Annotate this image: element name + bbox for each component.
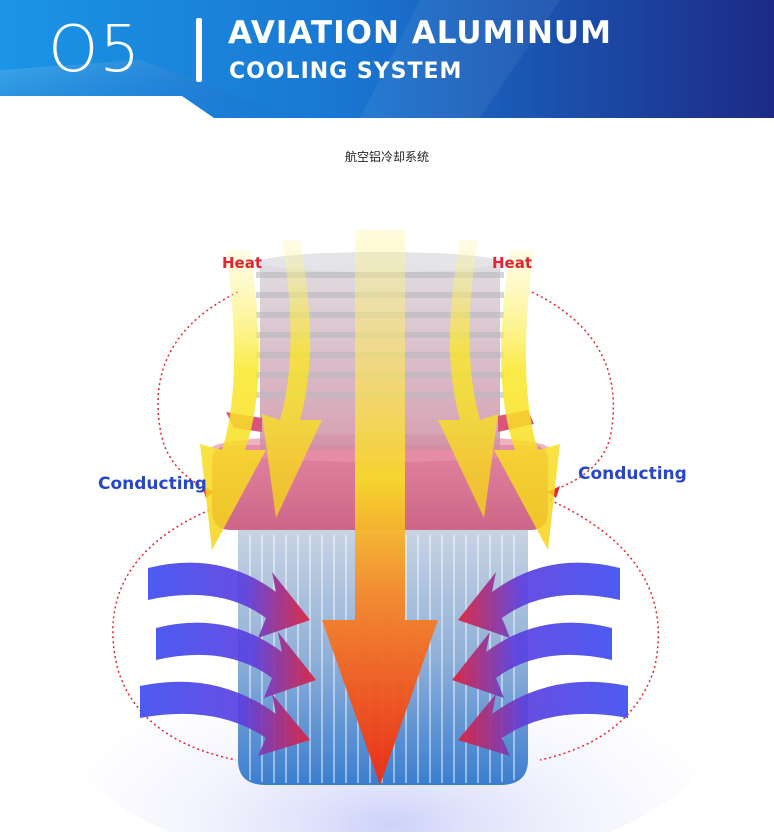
right-cooling-arrows — [452, 562, 628, 756]
title-line-2: COOLING SYSTEM — [229, 59, 463, 84]
left-cooling-arrows — [140, 562, 316, 756]
banner-background — [0, 0, 774, 118]
cooling-diagram: Heat Heat Conducting Conducting — [0, 200, 774, 836]
conducting-label-right: Conducting — [578, 464, 687, 484]
conducting-label-left: Conducting — [98, 474, 207, 494]
central-heat-arrow — [322, 230, 438, 785]
heat-flow-curves — [112, 291, 660, 761]
header-banner: O5 AVIATION ALUMINUM COOLING SYSTEM — [0, 0, 774, 118]
cooling-illustration — [60, 230, 720, 836]
section-number: O5 — [48, 13, 142, 87]
heat-label-left: Heat — [222, 254, 263, 272]
side-heat-arrows — [200, 240, 560, 550]
heat-label-right: Heat — [492, 254, 533, 272]
title-line-1: AVIATION ALUMINUM — [228, 15, 612, 51]
diagram-chinese-title: 航空铝冷却系统 — [344, 150, 429, 164]
title-divider — [196, 18, 202, 82]
